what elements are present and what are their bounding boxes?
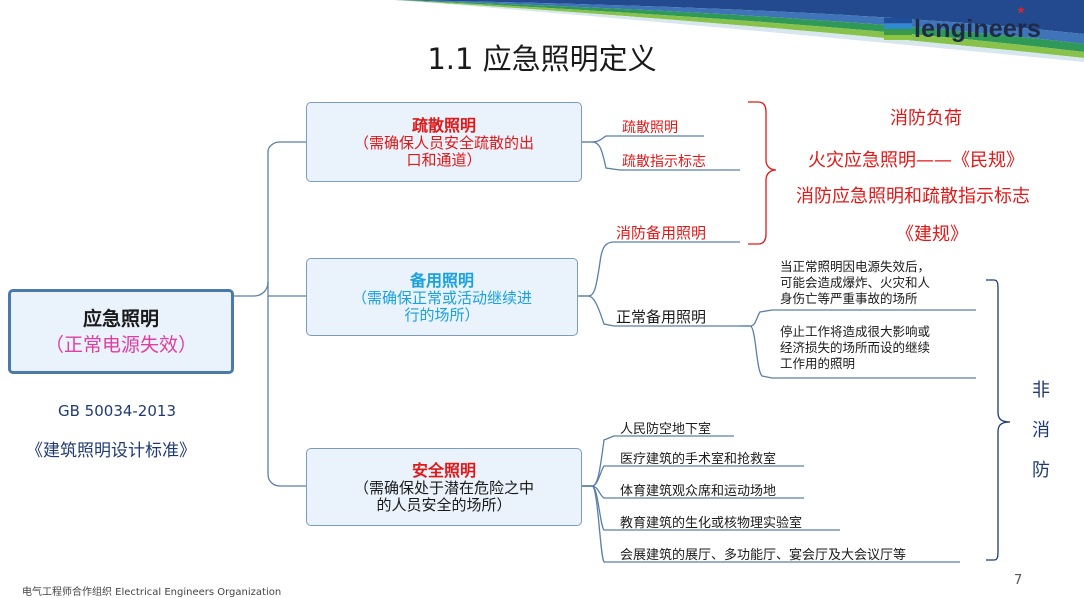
- branch-label: 安全照明: [411, 460, 476, 480]
- leaf-evacuation-sign: 疏散指示标志: [622, 154, 706, 170]
- branch-label: 疏散照明: [411, 115, 476, 135]
- fire-group-4: 《建规》: [896, 224, 968, 245]
- leaf-safety-2: 医疗建筑的手术室和抢救室: [620, 452, 777, 467]
- leaf-normal-standby: 正常备用照明: [616, 308, 707, 326]
- leaf-safety-1: 人民防空地下室: [620, 422, 712, 437]
- star-icon: [1017, 6, 1025, 14]
- header-stripe: [395, 0, 1084, 62]
- note-standby-1: 当正常照明因电源失效后， 可能会造成爆炸、火灾和人 身伤亡等严重事故的场所: [780, 259, 931, 306]
- branch-desc: 口和通道）: [406, 150, 482, 169]
- branch-evacuation: 疏散照明 （需确保人员安全疏散的出 口和通道）: [306, 102, 582, 182]
- branch-standby: 备用照明 （需确保正常或活动继续进 行的场所）: [306, 258, 578, 336]
- branch-desc: （需确保人员安全疏散的出: [353, 133, 534, 152]
- fire-group-1: 消防负荷: [890, 108, 962, 129]
- page-title: 1.1 应急照明定义: [427, 42, 657, 76]
- branch-desc: 的人员安全的场所）: [376, 495, 512, 514]
- logo-text: lengineers: [914, 14, 1042, 43]
- leaf-fire-standby: 消防备用照明: [616, 224, 707, 242]
- branch-desc: （需确保正常或活动继续进: [351, 288, 532, 307]
- root-label: 应急照明: [82, 307, 159, 330]
- nonfire-char-3: 防: [1032, 460, 1050, 481]
- nonfire-char-1: 非: [1032, 380, 1050, 401]
- nonfire-brace: [986, 279, 1011, 561]
- leaf-safety-4: 教育建筑的生化或核物理实验室: [620, 516, 803, 531]
- leaf-safety-3: 体育建筑观众席和运动场地: [620, 484, 777, 499]
- nonfire-char-2: 消: [1032, 420, 1050, 441]
- branch-desc: （需确保处于潜在危险之中: [353, 478, 534, 497]
- leaf-evacuation-lighting: 疏散照明: [622, 120, 678, 136]
- standard-code: GB 50034-2013: [58, 402, 176, 420]
- logo: lengineers: [884, 6, 1042, 44]
- branch-label: 备用照明: [409, 270, 474, 290]
- leaf-safety-5: 会展建筑的展厅、多功能厅、宴会厅及大会议厅等: [620, 548, 907, 563]
- page-number: 7: [1014, 573, 1023, 588]
- root-sublabel: （正常电源失效）: [44, 333, 197, 356]
- standard-name: 《建筑照明设计标准》: [26, 441, 196, 461]
- branch-safety: 安全照明 （需确保处于潜在危险之中 的人员安全的场所）: [306, 448, 582, 526]
- branch-desc: 行的场所）: [404, 305, 480, 324]
- fire-group-2: 火灾应急照明——《民规》: [808, 150, 1024, 171]
- logo-icon: [884, 18, 912, 40]
- root-node: 应急照明 （正常电源失效）: [8, 289, 234, 374]
- fire-brace: [748, 101, 777, 245]
- note-standby-2: 停止工作将造成很大影响或 经济损失的场所而设的继续 工作用的照明: [780, 324, 931, 371]
- fire-group-3: 消防应急照明和疏散指示标志: [796, 186, 1030, 207]
